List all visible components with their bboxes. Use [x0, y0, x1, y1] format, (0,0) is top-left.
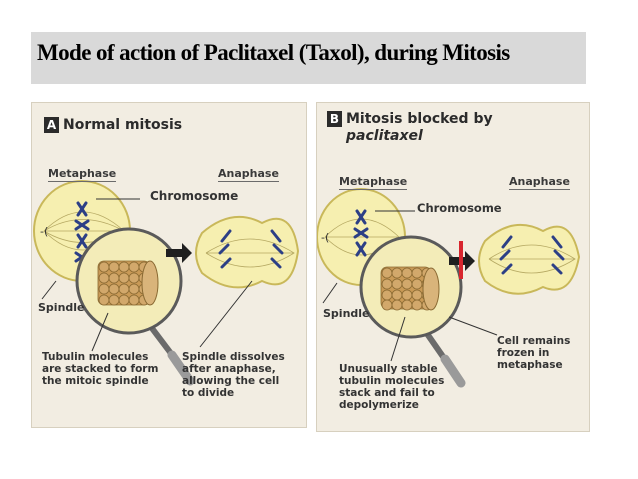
- title-bar: Mode of action of Paclitaxel (Taxol), du…: [31, 32, 586, 84]
- anaphase-cell: [195, 216, 300, 289]
- panel-b-badge: B: [327, 111, 342, 127]
- panel-a-metaphase-label: Metaphase: [48, 167, 117, 182]
- panel-mitosis-blocked: -(: [316, 102, 590, 432]
- panel-b-metaphase-label: Metaphase: [339, 175, 408, 190]
- panel-b-cell-note: Cell remains frozen in metaphase: [497, 335, 571, 371]
- panel-a-spindle-label: Spindle: [38, 301, 85, 314]
- panel-a-spindle-note: Spindle dissolves after anaphase, allowi…: [182, 351, 285, 399]
- panel-b-chromosome-label: Chromosome: [417, 201, 502, 215]
- panel-b-spindle-label: Spindle: [323, 307, 370, 320]
- svg-text:-(: -(: [40, 225, 48, 238]
- anaphase-cell: [478, 224, 581, 295]
- pointer-lines: [322, 210, 498, 362]
- svg-text:-(: -(: [321, 231, 329, 244]
- panel-normal-mitosis: -(: [31, 102, 307, 428]
- normal-mitosis-illustration: -(: [33, 180, 300, 386]
- pointer-lines: [41, 198, 253, 352]
- panel-b-tubulin-note: Unusually stable tubulin molecules stack…: [339, 363, 445, 411]
- panel-a-heading-text: Normal mitosis: [63, 117, 183, 133]
- magnifier-lens: [75, 227, 195, 386]
- panel-a-anaphase-label: Anaphase: [218, 167, 279, 182]
- panel-a-tubulin-note: Tubulin molecules are stacked to form th…: [42, 351, 159, 387]
- blocked-arrow: [449, 241, 475, 279]
- magnifier-lens: [359, 235, 466, 388]
- slide-title: Mode of action of Paclitaxel (Taxol), du…: [37, 40, 510, 65]
- transition-arrow: [166, 243, 192, 263]
- panel-a-badge: A: [44, 117, 59, 133]
- panel-a-chromosome-label: Chromosome: [150, 189, 239, 203]
- block-bar: [459, 241, 463, 279]
- panel-b-anaphase-label: Anaphase: [509, 175, 570, 190]
